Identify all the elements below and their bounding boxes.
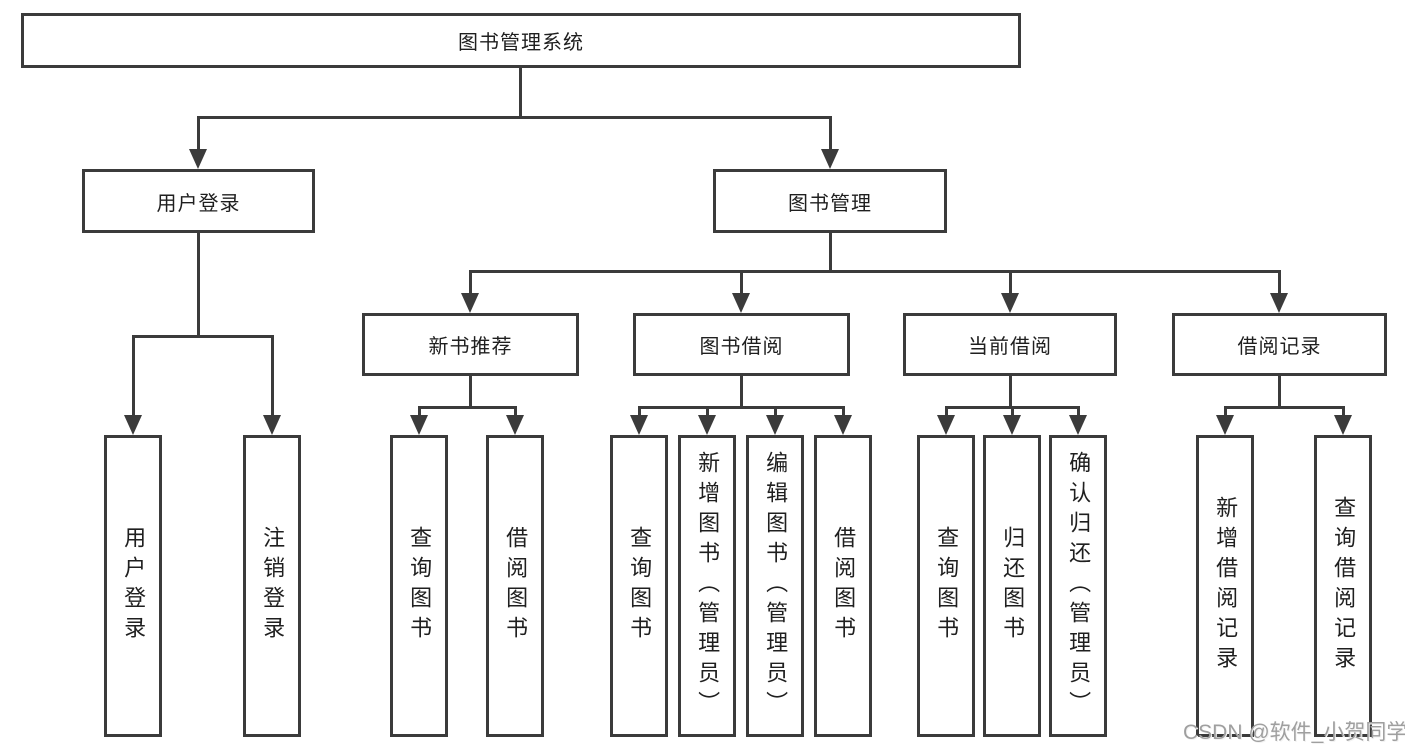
connector-line [271,335,274,417]
connector-line [197,116,200,151]
arrow-down-icon [937,415,955,435]
connector-line [638,406,845,409]
arrow-down-icon [1334,415,1352,435]
node-borrow-records: 借阅记录 [1172,313,1387,376]
arrow-down-icon [1270,293,1288,313]
arrow-down-icon [766,415,784,435]
node-label: 图书借阅 [699,336,784,358]
arrow-down-icon [410,415,428,435]
arrow-down-icon [1069,415,1087,435]
node-new-book-recommend: 新书推荐 [362,313,579,376]
leaf-query-books-current: 查询图书 [917,435,975,737]
leaf-logout-login: 注销登录 [243,435,301,737]
connector-line [842,406,845,417]
leaf-user-login: 用户登录 [104,435,162,737]
connector-line [1278,376,1281,408]
node-current-borrow: 当前借阅 [903,313,1117,376]
connector-line [706,406,709,417]
node-label: 借阅图书 [831,526,857,646]
arrow-down-icon [189,149,207,169]
connector-line [1224,406,1345,409]
node-label: 确认归还（管理员） [1066,451,1092,721]
node-library-management-system: 图书管理系统 [21,13,1021,68]
connector-line [1224,406,1227,417]
arrow-down-icon [821,149,839,169]
node-label: 编辑图书（管理员） [763,451,789,721]
node-book-management: 图书管理 [713,169,947,233]
arrow-down-icon [698,415,716,435]
connector-line [1342,406,1345,417]
connector-line [197,116,832,119]
connector-line [638,406,641,417]
arrow-down-icon [461,293,479,313]
node-label: 当前借阅 [968,336,1052,358]
node-label: 用户登录 [121,526,147,646]
arrow-down-icon [124,415,142,435]
leaf-edit-books-admin: 编辑图书（管理员） [746,435,804,737]
connector-line [1011,406,1014,417]
connector-line [829,116,832,151]
leaf-borrow-books: 借阅图书 [814,435,872,737]
node-label: 借阅记录 [1237,336,1322,358]
connector-line [1278,270,1281,295]
connector-line [1009,376,1012,408]
connector-line [418,406,421,417]
leaf-confirm-return-admin: 确认归还（管理员） [1049,435,1107,737]
leaf-return-books: 归还图书 [983,435,1041,737]
node-label: 借阅图书 [503,526,529,646]
arrow-down-icon [263,415,281,435]
connector-line [774,406,777,417]
node-label: 图书管理系统 [458,32,584,54]
connector-line [740,376,743,408]
leaf-query-borrow-record: 查询借阅记录 [1314,435,1372,737]
leaf-borrow-books-recommend: 借阅图书 [486,435,544,737]
node-label: 查询图书 [627,526,653,646]
connector-line [469,270,472,295]
arrow-down-icon [506,415,524,435]
arrow-down-icon [1003,415,1021,435]
node-label: 新书推荐 [428,336,513,358]
arrow-down-icon [630,415,648,435]
connector-line [519,68,522,119]
connector-line [514,406,517,417]
node-label: 查询借阅记录 [1331,496,1357,676]
connector-line [945,406,948,417]
csdn-watermark: CSDN @软件_小贺同学 [1183,721,1405,744]
arrow-down-icon [1001,293,1019,313]
node-label: 新增借阅记录 [1213,496,1239,676]
leaf-query-books-recommend: 查询图书 [390,435,448,737]
node-label: 注销登录 [260,526,286,646]
node-book-borrow: 图书借阅 [633,313,850,376]
arrow-down-icon [732,293,750,313]
node-label: 用户登录 [156,192,241,215]
node-label: 查询图书 [407,526,433,646]
connector-line [418,406,517,409]
connector-line [132,335,274,338]
node-label: 图书管理 [788,192,872,215]
leaf-add-borrow-record: 新增借阅记录 [1196,435,1254,737]
connector-line [1077,406,1080,417]
node-user-login: 用户登录 [82,169,315,233]
node-label: 新增图书（管理员） [695,451,721,721]
arrow-down-icon [1216,415,1234,435]
connector-line [197,233,200,337]
connector-line [469,270,1281,273]
connector-line [1009,270,1012,295]
leaf-add-books-admin: 新增图书（管理员） [678,435,736,737]
connector-line [829,233,832,272]
arrow-down-icon [834,415,852,435]
connector-line [740,270,743,295]
node-label: 归还图书 [1000,526,1026,646]
connector-line [132,335,135,417]
connector-line [469,376,472,408]
leaf-query-books-borrow: 查询图书 [610,435,668,737]
node-label: 查询图书 [934,526,960,646]
